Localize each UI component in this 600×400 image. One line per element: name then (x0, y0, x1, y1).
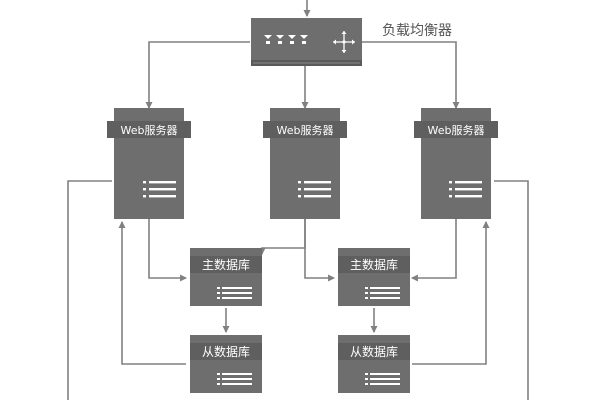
primary-db-label: 主数据库 (350, 257, 398, 272)
server-list-icon (449, 181, 482, 198)
web-server-label-bg (414, 121, 498, 138)
db-list-icon (365, 287, 400, 299)
replica-db-1: 从数据库 (190, 335, 262, 393)
arrow-replica-2-to-web-3 (412, 220, 490, 365)
arrow-web-2-to-primary-db-2 (304, 219, 336, 282)
primary-db-1: 主数据库 (190, 248, 262, 306)
line-web-1-outer (67, 180, 112, 400)
arrow-web-2-to-primary-db-1 (258, 219, 306, 256)
web-server-label: Web服务器 (277, 124, 334, 137)
primary-db-label-bg (190, 256, 262, 273)
web-server-label-bg (107, 121, 191, 138)
arrow-web-3-to-primary-db-2 (410, 219, 457, 282)
replica-db-label-bg (338, 343, 410, 360)
web-server-label-bg (263, 121, 347, 138)
server-list-icon (298, 181, 331, 198)
replica-db-label: 从数据库 (202, 344, 250, 359)
arrow-lb-to-web-1 (145, 41, 250, 110)
primary-db-2: 主数据库 (338, 248, 410, 306)
arrow-web-1-to-primary-db-1 (148, 219, 188, 282)
db-list-icon (217, 287, 252, 299)
server-list-icon (143, 181, 176, 198)
web-server-label: Web服务器 (121, 124, 178, 137)
replica-db-2: 从数据库 (338, 335, 410, 393)
arrow-replica-1-to-web-1 (118, 220, 186, 365)
primary-db-label: 主数据库 (202, 257, 250, 272)
line-web-3-outer (494, 180, 529, 400)
distribution-arrows-icon (333, 31, 355, 53)
primary-db-label-bg (338, 256, 410, 273)
replica-db-label-bg (190, 343, 262, 360)
load-balancer: 负载均衡器 (251, 18, 452, 66)
replica-db-label: 从数据库 (350, 344, 398, 359)
web-server-2: Web服务器 (263, 108, 347, 219)
db-list-icon (365, 373, 400, 385)
web-server-label: Web服务器 (428, 124, 485, 137)
db-list-icon (217, 373, 252, 385)
port-leds-icon (264, 35, 308, 44)
load-balancer-label: 负载均衡器 (382, 23, 452, 39)
connectors (67, 0, 529, 400)
arrow-lb-to-web-3 (362, 41, 460, 110)
web-server-3: Web服务器 (414, 108, 498, 219)
web-server-1: Web服务器 (107, 108, 191, 219)
